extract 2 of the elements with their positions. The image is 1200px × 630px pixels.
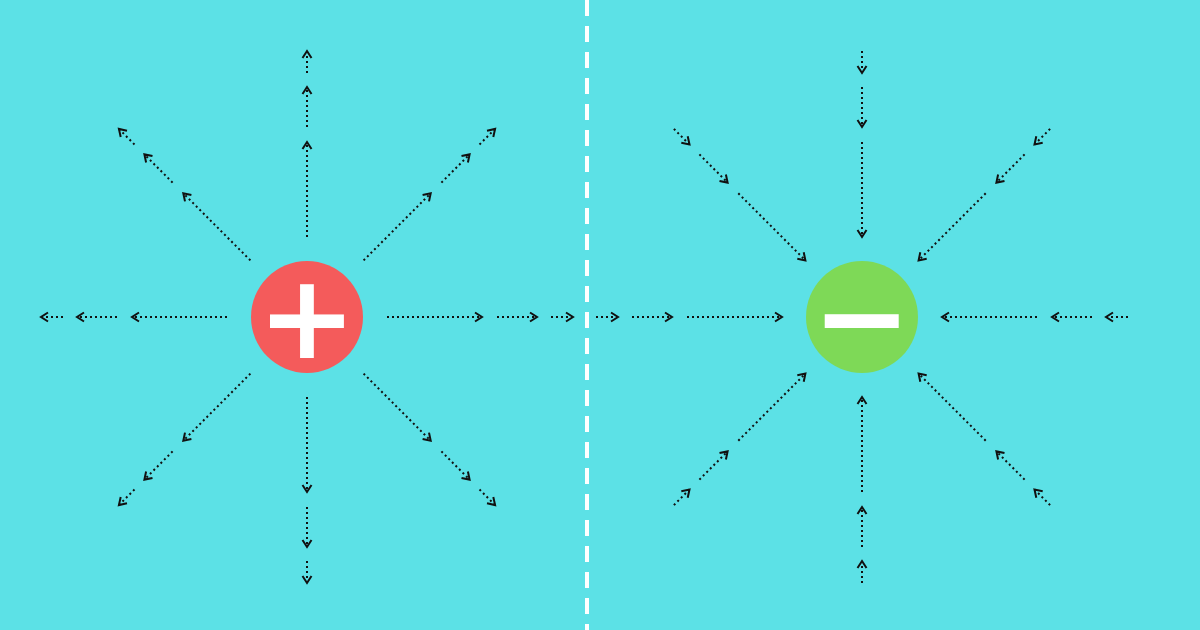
charge-sign: + (257, 258, 357, 376)
charge-sign: − (812, 258, 912, 376)
